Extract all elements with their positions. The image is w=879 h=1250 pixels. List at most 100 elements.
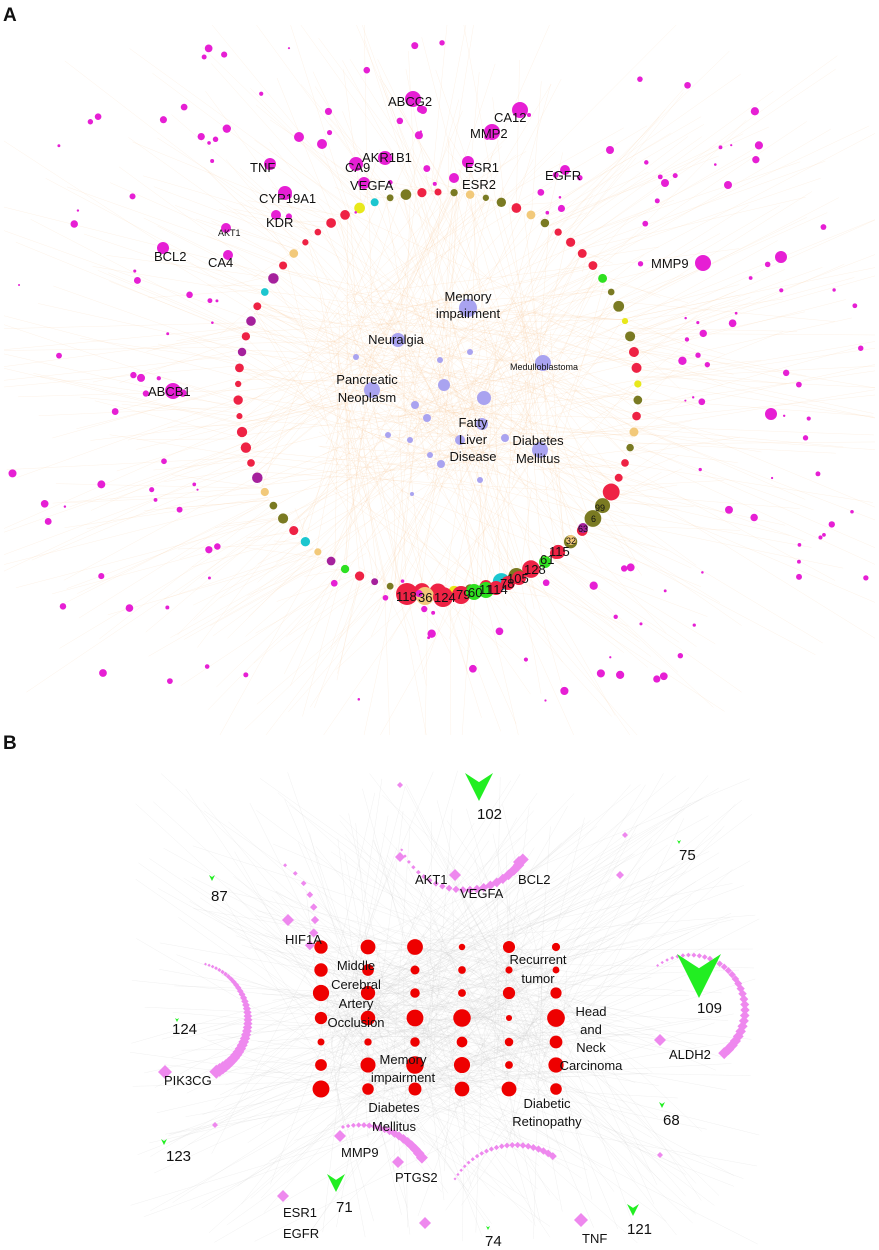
network-edge	[148, 555, 323, 657]
network-edge	[52, 385, 239, 439]
network-edge	[522, 324, 566, 547]
gene-node	[423, 165, 431, 173]
disease-node	[477, 477, 483, 483]
gene-node	[558, 196, 562, 199]
gene-node	[209, 1064, 224, 1079]
network-edge	[492, 833, 538, 1043]
network-edge	[131, 980, 399, 1008]
network-edge	[372, 972, 473, 1189]
network-edge	[3, 368, 241, 425]
gene-node	[472, 884, 482, 894]
network-edge	[342, 335, 377, 569]
gene-node	[720, 963, 728, 971]
network-edge	[577, 535, 667, 634]
network-edge	[318, 445, 597, 515]
compound-label-79: 79	[456, 587, 470, 602]
gene-node	[815, 471, 821, 477]
network-edge	[623, 317, 696, 351]
network-edge	[347, 393, 639, 421]
network-edge	[300, 24, 422, 193]
network-edge	[429, 199, 491, 430]
gene-node	[670, 956, 675, 960]
network-edge	[393, 473, 397, 588]
network-edge	[132, 141, 332, 223]
gene-node	[470, 1157, 475, 1162]
gene-node	[469, 664, 477, 673]
network-edge	[176, 326, 249, 342]
network-edge	[399, 871, 521, 1012]
network-edge	[159, 376, 239, 400]
network-edge	[170, 261, 255, 313]
network-edge	[458, 169, 465, 194]
gene-node	[192, 482, 197, 487]
network-edge	[461, 403, 534, 591]
gene-node	[419, 130, 422, 133]
network-edge	[525, 1028, 563, 1212]
network-edge	[244, 340, 342, 344]
network-edge	[247, 200, 344, 216]
network-edge	[193, 531, 296, 621]
network-edge	[270, 227, 291, 258]
compound-node	[386, 582, 394, 590]
network-edge	[402, 870, 505, 978]
gene-node	[459, 886, 467, 894]
network-edge	[208, 171, 293, 256]
gene-node	[596, 669, 605, 678]
network-edge	[277, 792, 527, 1019]
compound-node	[512, 571, 526, 585]
network-edge	[438, 234, 562, 492]
network-edge	[404, 376, 497, 584]
network-edge	[107, 553, 321, 616]
compound-label-71: 71	[336, 1199, 353, 1216]
network-edge	[193, 908, 544, 970]
network-edge	[33, 373, 241, 424]
gene-node	[654, 1034, 666, 1046]
network-edge	[3, 334, 247, 367]
network-edge	[452, 369, 523, 574]
network-edge	[298, 842, 392, 1060]
network-edge	[505, 968, 697, 1184]
compound-node	[326, 218, 336, 228]
compound-node	[633, 395, 643, 405]
network-edge	[543, 894, 692, 1058]
network-edge	[454, 370, 638, 402]
network-edge	[435, 69, 480, 197]
network-edge	[420, 383, 638, 468]
network-edge	[360, 1035, 526, 1102]
gene-node	[701, 571, 704, 574]
gene-node	[242, 1004, 251, 1013]
compound-node	[588, 513, 598, 523]
network-edge	[397, 195, 527, 313]
network-edge	[258, 451, 495, 481]
network-edge	[275, 891, 454, 1065]
network-edge	[220, 274, 276, 288]
network-edge	[610, 493, 800, 509]
network-edge	[371, 898, 498, 968]
gene-node	[18, 283, 21, 287]
network-edge	[211, 63, 347, 215]
compound-node	[540, 218, 550, 228]
network-edge	[348, 213, 439, 408]
gene-node	[725, 505, 733, 514]
network-edge	[628, 427, 686, 454]
network-edge	[321, 914, 756, 949]
network-edge	[334, 581, 375, 644]
network-edge	[368, 204, 372, 309]
network-edge	[261, 1057, 392, 1199]
network-edge	[314, 577, 363, 709]
network-edge	[369, 817, 518, 1087]
gene-node	[355, 1122, 362, 1128]
network-edge	[340, 216, 546, 400]
network-edge	[225, 966, 367, 1118]
compound-node	[486, 1226, 490, 1230]
network-edge	[150, 1053, 430, 1211]
disease-node	[312, 984, 330, 1002]
gene-node	[488, 1146, 494, 1152]
network-edge	[636, 394, 876, 421]
network-edge	[275, 540, 305, 563]
disease-node	[455, 435, 465, 445]
network-edge	[340, 173, 379, 202]
network-edge	[276, 77, 336, 221]
network-edge	[552, 270, 597, 377]
gene-node	[207, 298, 213, 304]
